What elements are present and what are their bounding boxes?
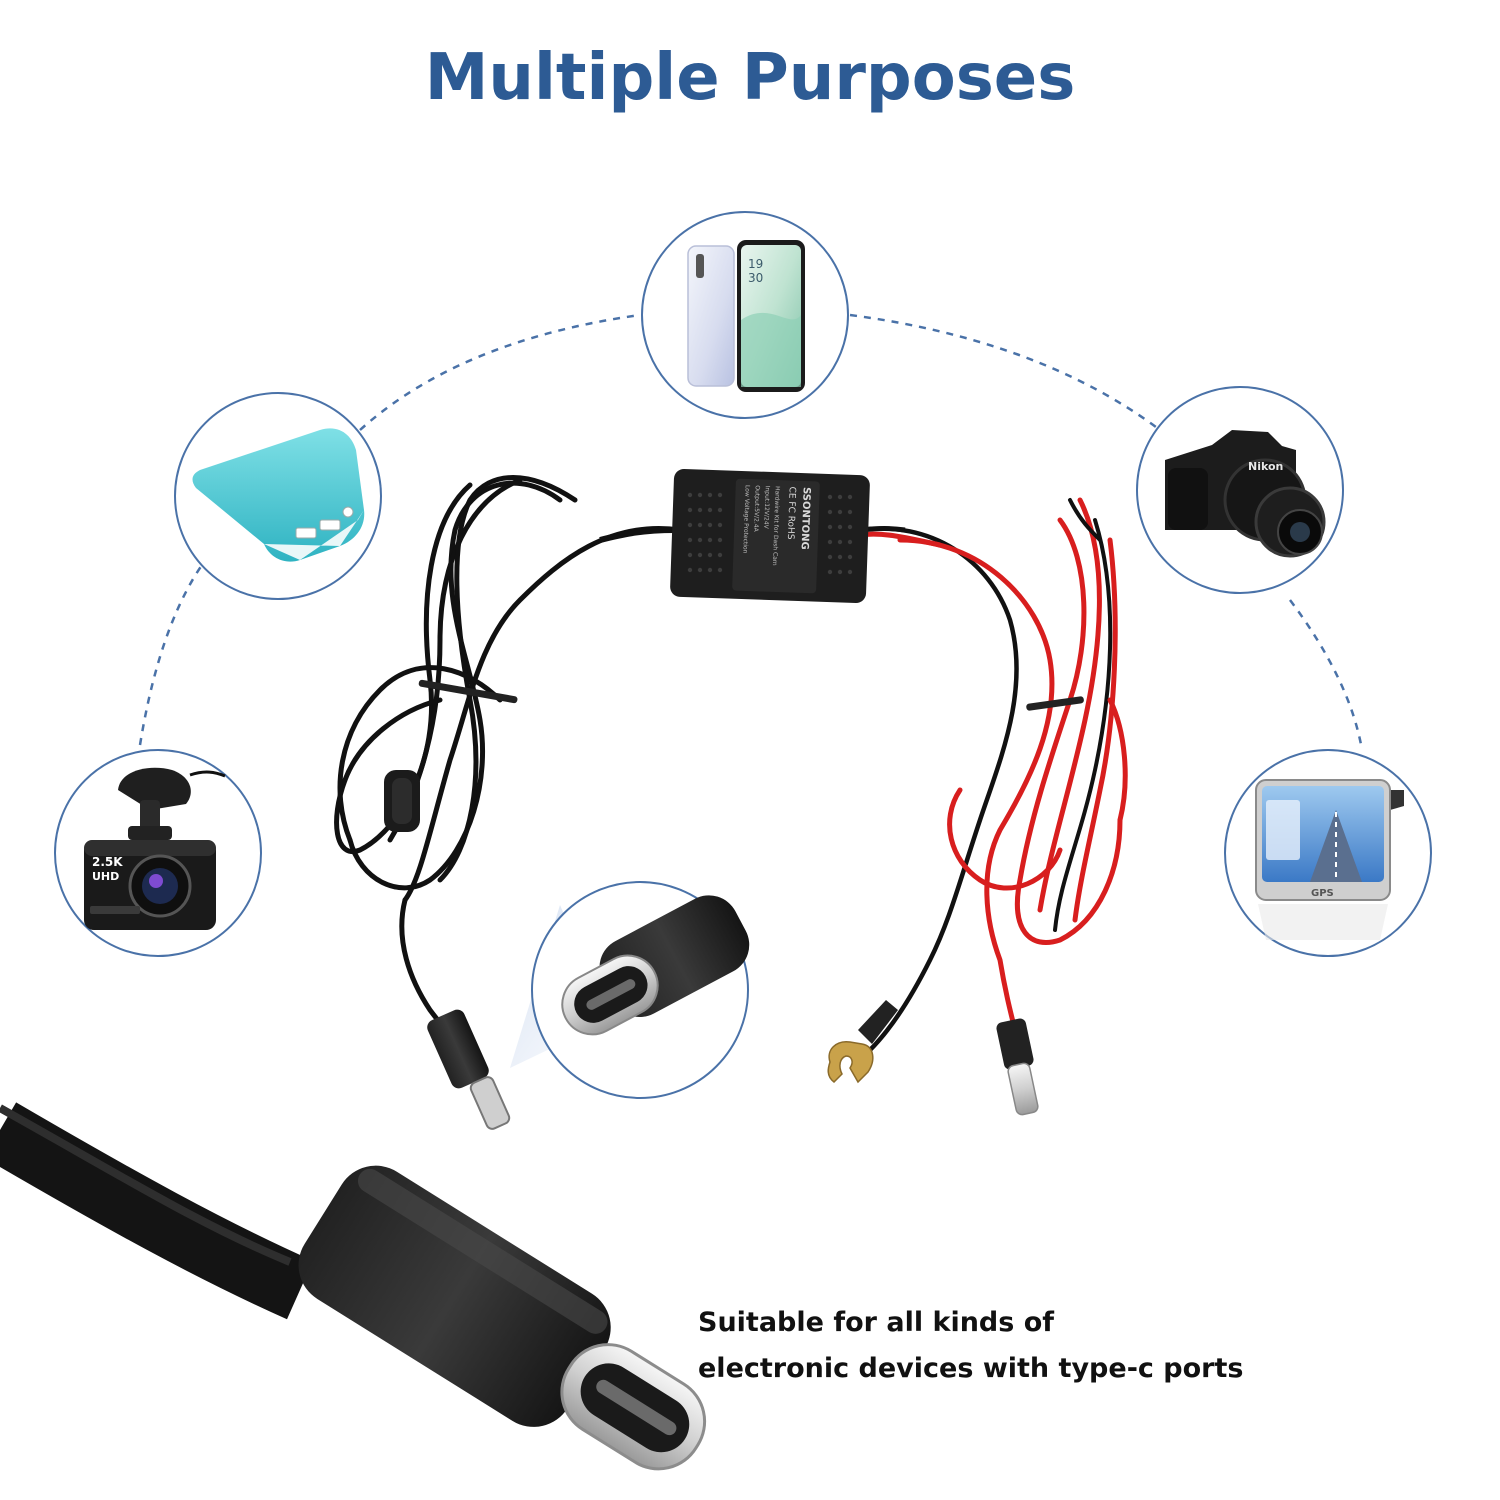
gps-brand-label: GPS [1311, 888, 1334, 899]
page-title: Multiple Purposes [424, 41, 1076, 115]
black-cable-coil [334, 475, 683, 1053]
bullet-terminal [996, 1018, 1039, 1116]
box-spec-line-2: Input:12V/24V [762, 486, 771, 530]
box-brand-label: SSONTONG [799, 487, 812, 550]
phone-clock-hour: 19 [748, 257, 763, 271]
camera-device-circle: Nikon [1136, 386, 1344, 594]
converter-box: SSONTONG CE FC RoHS Hardwire Kit for Das… [599, 468, 941, 604]
fork-terminal [827, 1000, 898, 1084]
usb-c-connector-icon [561, 895, 750, 1036]
box-spec-line-3: Output:5V/2.4A [752, 485, 761, 533]
power-bank-icon [192, 428, 365, 562]
phone-icon: 19 30 [687, 240, 805, 392]
red-black-wire-coil [857, 497, 1128, 1053]
phone-device-circle: 19 30 [641, 211, 849, 419]
gps-navigator-icon: GPS [1255, 779, 1404, 940]
digital-camera-icon: Nikon [1165, 430, 1326, 558]
box-spec-line-1: Hardwire Kit for Dash Cam [771, 486, 781, 566]
caption-line-2: electronic devices with type-c ports [698, 1353, 1244, 1384]
camera-brand-label: Nikon [1248, 460, 1283, 473]
phone-clock-minute: 30 [748, 271, 763, 285]
box-marks-label: CE FC RoHS [785, 486, 797, 540]
usb-c-zoom-circle [531, 881, 750, 1099]
feature-caption: Suitable for all kinds of electronic dev… [698, 1300, 1243, 1392]
large-usb-c-cable [0, 1102, 707, 1471]
small-usb-c-plug [427, 1009, 511, 1130]
dash-cam-uhd-label: UHD [92, 870, 119, 883]
dashed-connector-arc [138, 313, 1364, 751]
power-bank-device-circle [174, 392, 382, 600]
dash-cam-device-circle: 2.5K UHD [54, 749, 262, 957]
dash-cam-icon: 2.5K UHD [84, 767, 226, 930]
gps-device-circle: GPS [1224, 749, 1432, 957]
caption-line-1: Suitable for all kinds of [698, 1307, 1055, 1338]
dash-cam-resolution-label: 2.5K [92, 855, 123, 869]
cable-tie [418, 679, 518, 704]
box-spec-line-4: Low Voltage Protection [741, 485, 750, 554]
